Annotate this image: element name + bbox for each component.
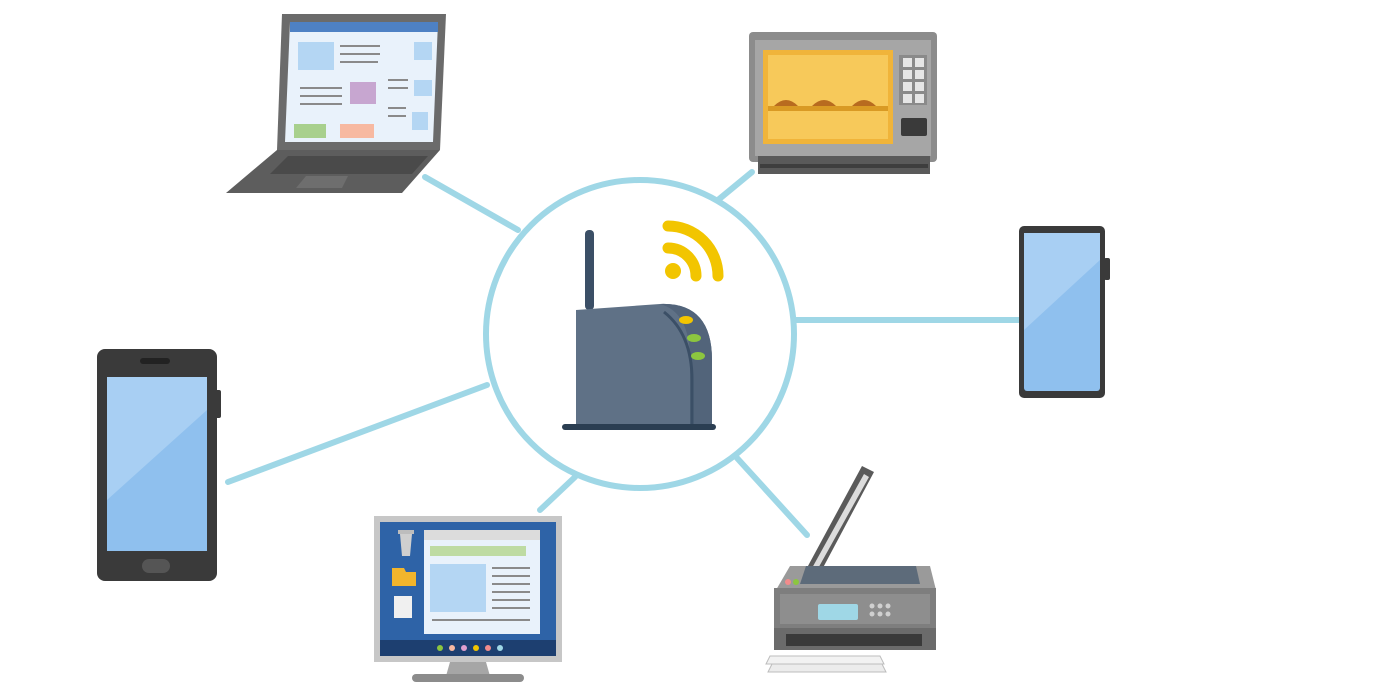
microwave-icon <box>749 32 937 174</box>
smartphone-icon <box>97 349 221 581</box>
smartphone-icon <box>1019 226 1110 398</box>
link-smartphone-left <box>225 382 490 485</box>
printer-icon <box>765 466 936 673</box>
wifi-signal-icon <box>662 220 724 282</box>
connection-links <box>225 169 1023 538</box>
link-laptop <box>422 174 521 233</box>
link-printer <box>734 455 810 538</box>
router-icon <box>562 230 716 430</box>
link-monitor <box>537 474 578 513</box>
link-microwave <box>715 169 755 203</box>
laptop-icon <box>226 14 446 193</box>
monitor-icon <box>374 516 562 682</box>
